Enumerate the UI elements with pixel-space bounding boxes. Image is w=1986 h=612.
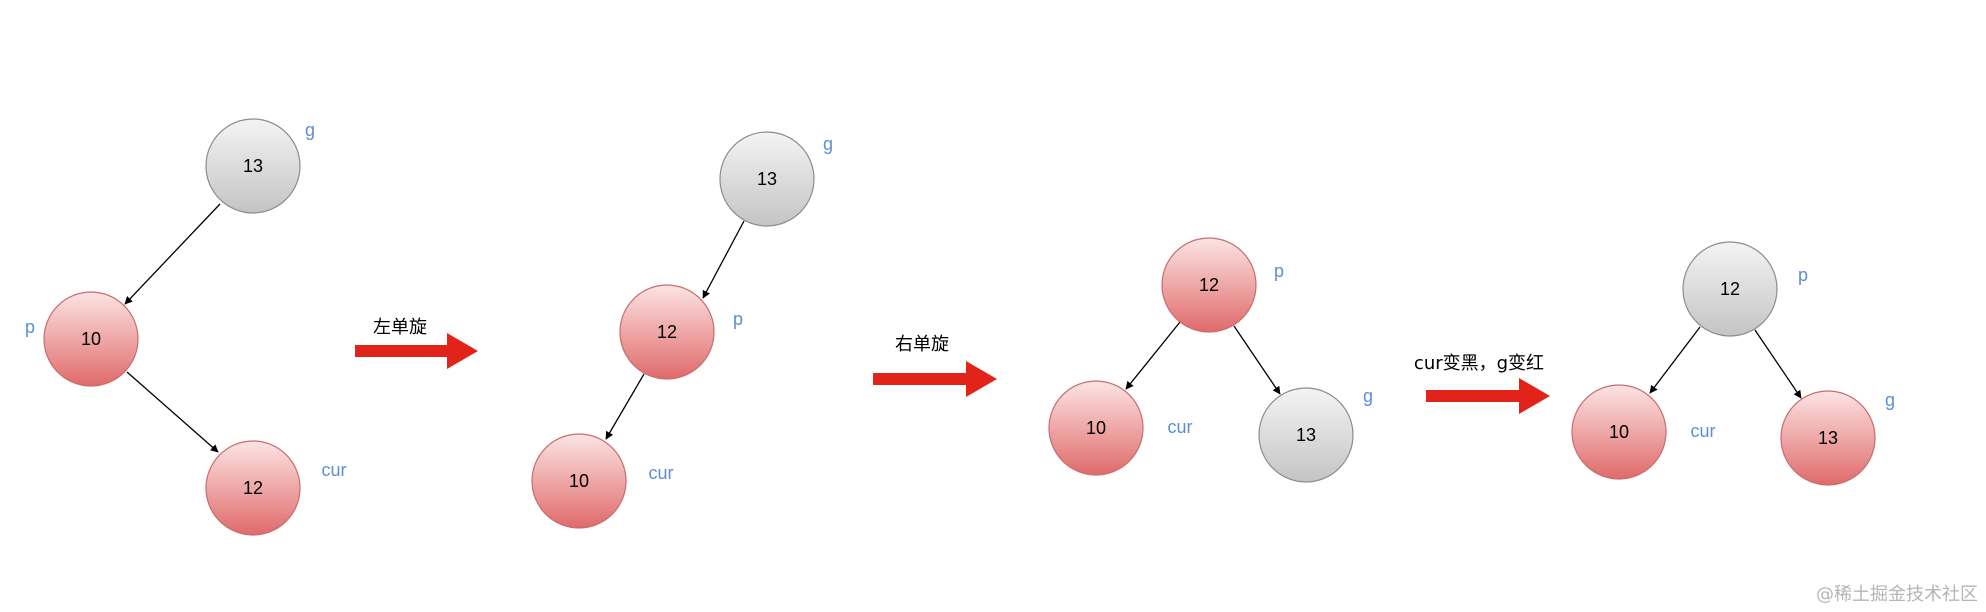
node-p: 12 p: [619, 284, 743, 380]
node-p: 10 p: [25, 291, 139, 387]
edge-p-to-cur: [605, 373, 645, 440]
watermark: @稀土掘金技术社区: [1816, 584, 1978, 605]
node-circle: [1571, 384, 1667, 480]
edge-p-to-g: [1754, 329, 1802, 399]
node-circle: [205, 118, 301, 214]
node-circle: [1258, 387, 1354, 483]
node-g: 13 g: [205, 118, 315, 214]
node-circle: [205, 440, 301, 536]
step-label: 右单旋: [895, 334, 949, 355]
node-role-label: cur: [1167, 417, 1192, 437]
node-value: 10: [81, 329, 101, 349]
node-value: 13: [1818, 428, 1838, 448]
stage-4-tree: 12 p 10 cur 13 g: [1571, 241, 1895, 486]
node-g: 13 g: [719, 131, 833, 227]
node-value: 13: [243, 156, 263, 176]
node-value: 12: [243, 478, 263, 498]
node-value: 10: [1609, 422, 1629, 442]
node-role-label: p: [1274, 261, 1284, 281]
stage-3-tree: 12 p 10 cur 13 g: [1048, 237, 1373, 483]
node-circle: [1682, 241, 1778, 337]
node-cur: 10 cur: [531, 433, 674, 529]
stage-2-tree: 13 g 12 p 10 cur: [531, 131, 833, 529]
node-cur: 10 cur: [1571, 384, 1716, 480]
node-circle: [531, 433, 627, 529]
node-circle: [1780, 390, 1876, 486]
edge-g-to-p: [124, 203, 221, 305]
node-circle: [1161, 237, 1257, 333]
edge-g-to-p: [702, 220, 745, 299]
node-role-label: cur: [1690, 421, 1715, 441]
node-role-label: p: [1798, 265, 1808, 285]
node-value: 10: [569, 471, 589, 491]
node-value: 12: [1199, 275, 1219, 295]
edge-p-to-g: [1233, 325, 1281, 395]
step-3: cur变黑，g变红: [1414, 353, 1550, 414]
edge-p-to-cur: [1125, 321, 1181, 390]
node-cur: 12 cur: [205, 440, 347, 536]
node-role-label: p: [733, 309, 743, 329]
node-role-label: p: [25, 317, 35, 337]
node-circle: [719, 131, 815, 227]
step-2: 右单旋: [873, 334, 997, 397]
node-role-label: g: [305, 120, 315, 140]
edge-p-to-cur: [1649, 326, 1701, 394]
edge-p-to-cur: [126, 371, 219, 453]
step-arrow: [873, 361, 997, 397]
node-cur: 10 cur: [1048, 380, 1193, 476]
node-role-label: cur: [648, 463, 673, 483]
node-g: 13 g: [1780, 390, 1895, 486]
node-value: 13: [757, 169, 777, 189]
step-arrow: [1426, 378, 1550, 414]
node-p: 12 p: [1161, 237, 1284, 333]
node-role-label: g: [1885, 390, 1895, 410]
node-p: 12 p: [1682, 241, 1808, 337]
stage-1-tree: 13 g 10 p 12 cur: [25, 118, 347, 536]
step-label: 左单旋: [373, 317, 427, 338]
step-1: 左单旋: [355, 317, 478, 369]
node-role-label: cur: [321, 460, 346, 480]
node-circle: [43, 291, 139, 387]
node-role-label: g: [823, 134, 833, 154]
node-role-label: g: [1363, 386, 1373, 406]
node-circle: [619, 284, 715, 380]
node-value: 13: [1296, 425, 1316, 445]
node-value: 12: [657, 322, 677, 342]
step-label: cur变黑，g变红: [1414, 353, 1544, 374]
step-arrow: [355, 333, 478, 369]
node-value: 12: [1720, 279, 1740, 299]
node-value: 10: [1086, 418, 1106, 438]
node-circle: [1048, 380, 1144, 476]
node-g: 13 g: [1258, 386, 1373, 483]
